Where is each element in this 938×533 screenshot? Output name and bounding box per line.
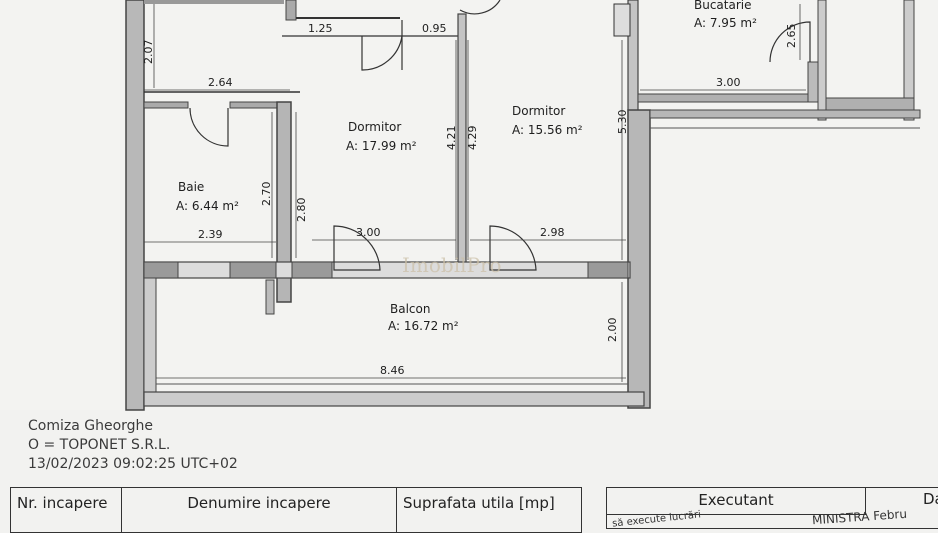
dim-3-00-kitchen: 3.00 xyxy=(716,76,741,89)
dim-2-07: 2.07 xyxy=(142,40,155,65)
room-name-bucatarie: Bucatarie xyxy=(694,0,752,12)
dim-4-21: 4.21 xyxy=(445,126,458,151)
door-arc-bed2 xyxy=(489,225,537,271)
door-arc-kitchen xyxy=(769,21,811,63)
wall-balcony-top xyxy=(143,261,631,279)
door-arc-baie xyxy=(189,107,229,147)
dim-8-46: 8.46 xyxy=(380,364,405,377)
signature-org: O = TOPONET S.R.L. xyxy=(28,437,171,453)
dim-2-64: 2.64 xyxy=(208,76,233,89)
dim-2-80: 2.80 xyxy=(295,198,308,223)
legend-col-suprafata: Suprafata utila [mp] xyxy=(396,487,582,533)
room-name-baie: Baie xyxy=(178,180,204,194)
wall-balcony-left xyxy=(143,277,157,407)
date-header-cut: Da xyxy=(923,490,938,508)
wall-top-hall xyxy=(144,0,284,4)
dim-3-00-bed: 3.00 xyxy=(356,226,381,239)
dim-5-30: 5.30 xyxy=(616,110,629,135)
dim-2-39: 2.39 xyxy=(198,228,223,241)
rooms-legend-table: Nr. incapere Denumire incapere Suprafata… xyxy=(10,487,582,533)
room-name-balcon: Balcon xyxy=(390,302,430,316)
room-area-baie: A: 6.44 m² xyxy=(176,199,239,213)
watermark: ImobilPro xyxy=(402,253,502,277)
executant-header: Executant xyxy=(607,488,866,515)
dim-2-00: 2.00 xyxy=(606,318,619,343)
legend-col-nr: Nr. incapere xyxy=(10,487,122,533)
wall-right-outer xyxy=(627,109,651,409)
dim-2-65: 2.65 xyxy=(785,24,798,49)
dim-2-70: 2.70 xyxy=(260,182,273,207)
dim-4-29: 4.29 xyxy=(466,126,479,151)
door-arc-bed1 xyxy=(333,225,381,271)
door-arc-top xyxy=(361,35,403,71)
room-area-bucatarie: A: 7.95 m² xyxy=(694,16,757,30)
wall-kitchen-bottom xyxy=(637,93,819,103)
wall-balcony-bottom xyxy=(143,391,645,407)
room-name-dormitor-1: Dormitor xyxy=(348,120,401,134)
wall-left xyxy=(125,0,145,411)
dim-0-95: 0.95 xyxy=(422,22,447,35)
room-area-dormitor-1: A: 17.99 m² xyxy=(346,139,417,153)
dim-2-98: 2.98 xyxy=(540,226,565,239)
signature-timestamp: 13/02/2023 09:02:25 UTC+02 xyxy=(28,456,238,472)
wall-bedrooms xyxy=(457,13,467,277)
room-name-dormitor-2: Dormitor xyxy=(512,104,565,118)
wall-baie-right xyxy=(276,101,292,303)
signature-name: Comiza Gheorghe xyxy=(28,418,154,434)
wall-top-segment xyxy=(285,0,297,21)
room-area-dormitor-2: A: 15.56 m² xyxy=(512,123,583,137)
room-area-balcon: A: 16.72 m² xyxy=(388,319,459,333)
legend-col-denumire: Denumire incapere xyxy=(121,487,397,533)
dim-1-25: 1.25 xyxy=(308,22,333,35)
